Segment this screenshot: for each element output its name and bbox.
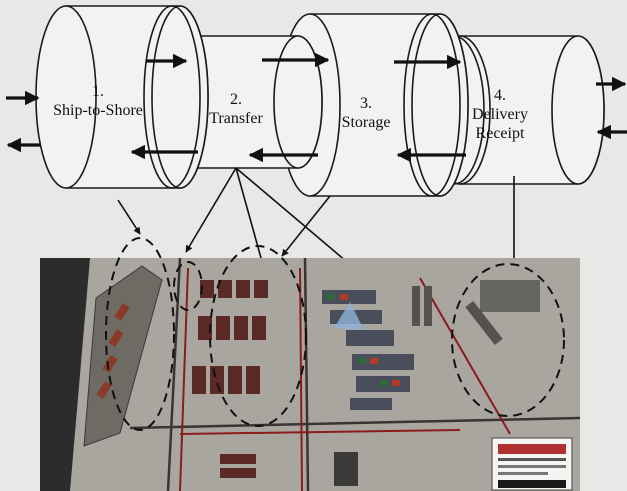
stage-4-number: 4. xyxy=(493,87,506,104)
transfer-area xyxy=(173,261,203,311)
connector-stage1 xyxy=(117,199,141,235)
stage-4-label: 4. Delivery Receipt xyxy=(472,86,528,143)
delivery-receipt-area xyxy=(451,263,565,417)
stage-1-title: Ship-to-Shore xyxy=(53,102,143,119)
stage-3-number: 3. xyxy=(360,95,372,112)
water-area xyxy=(40,258,90,491)
stage-2-label: 2. Transfer xyxy=(209,90,263,128)
inset-legend-panel xyxy=(491,437,573,491)
stage-3-title: Storage xyxy=(341,114,391,131)
stage-2-title: Transfer xyxy=(209,110,263,127)
stage-2-number: 2. xyxy=(230,91,242,108)
connector-stage2-a xyxy=(185,167,237,253)
stage-4-title-line2: Receipt xyxy=(475,125,525,142)
stage-3-label: 3. Storage xyxy=(342,94,391,132)
stage-1-label: 1. Ship-to-Shore xyxy=(53,82,143,120)
crane-highlight xyxy=(334,302,364,330)
stage-1-cylinder xyxy=(35,5,209,189)
connector-stage3 xyxy=(281,195,331,257)
ship-to-shore-area xyxy=(105,237,175,431)
terminal-aerial-photo xyxy=(40,258,580,491)
ship xyxy=(83,265,163,447)
stage-4-title-line1: Delivery xyxy=(472,106,528,123)
stage-1-number: 1. xyxy=(92,83,104,100)
storage-area xyxy=(209,245,307,427)
